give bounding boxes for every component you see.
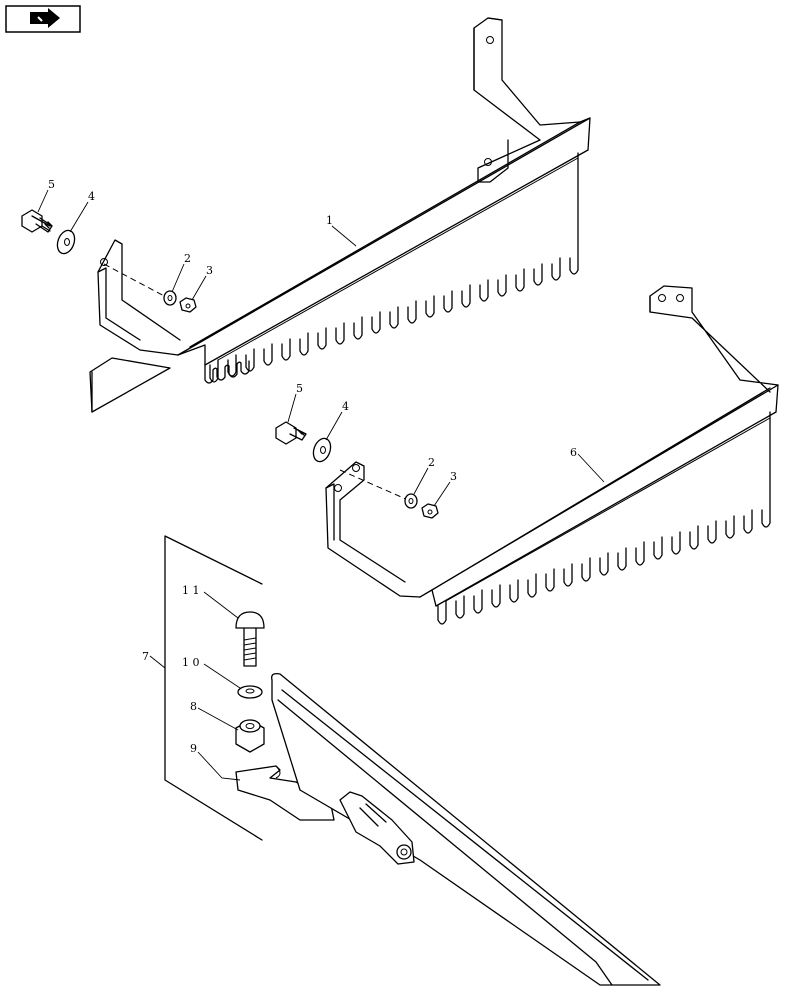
- callout-11: 1 1: [182, 584, 200, 597]
- lock-nut-part-8: [235, 719, 265, 753]
- washer-part-10: [237, 685, 263, 699]
- callout-1: 1: [326, 214, 333, 227]
- group-bracket-part-7: [164, 535, 263, 841]
- callout-5-lower: 5: [296, 382, 303, 395]
- callout-4-upper: 4: [88, 190, 95, 203]
- callouts: 1 5 4 2 3 5 4 2 3 6 1 1 7 1 0: [37, 178, 605, 781]
- sickle-section: [271, 672, 661, 986]
- bolt-part-5-upper: [21, 209, 53, 233]
- callout-7: 7: [142, 650, 149, 663]
- callout-2-upper: 2: [184, 252, 191, 265]
- bolt-part-5-lower: [275, 421, 307, 445]
- guard-part-6: [325, 285, 779, 625]
- callout-10: 1 0: [182, 656, 200, 669]
- callout-4-lower: 4: [342, 400, 349, 413]
- carriage-bolt-part-11: [235, 611, 265, 667]
- nav-arrow-icon[interactable]: [5, 5, 81, 33]
- callout-9: 9: [190, 742, 197, 755]
- nut-part-3-lower: [421, 503, 439, 519]
- callout-3-lower: 3: [450, 470, 457, 483]
- nut-part-3-upper: [179, 297, 197, 313]
- callout-8: 8: [190, 700, 197, 713]
- washer-part-4-upper: [56, 229, 76, 255]
- guard-part-1: [89, 17, 591, 413]
- assembly-line-upper: [103, 263, 169, 299]
- washer-part-2-upper: [163, 290, 177, 306]
- callout-3-upper: 3: [206, 264, 213, 277]
- callout-6: 6: [570, 446, 577, 459]
- washer-part-4-lower: [312, 437, 332, 463]
- guard-teeth-row-6: [437, 411, 771, 625]
- callout-2-lower: 2: [428, 456, 435, 469]
- washer-part-2-lower: [404, 493, 418, 509]
- guard-teeth-row: [209, 152, 579, 383]
- assembly-line-lower: [339, 469, 409, 501]
- callout-5-upper: 5: [48, 178, 55, 191]
